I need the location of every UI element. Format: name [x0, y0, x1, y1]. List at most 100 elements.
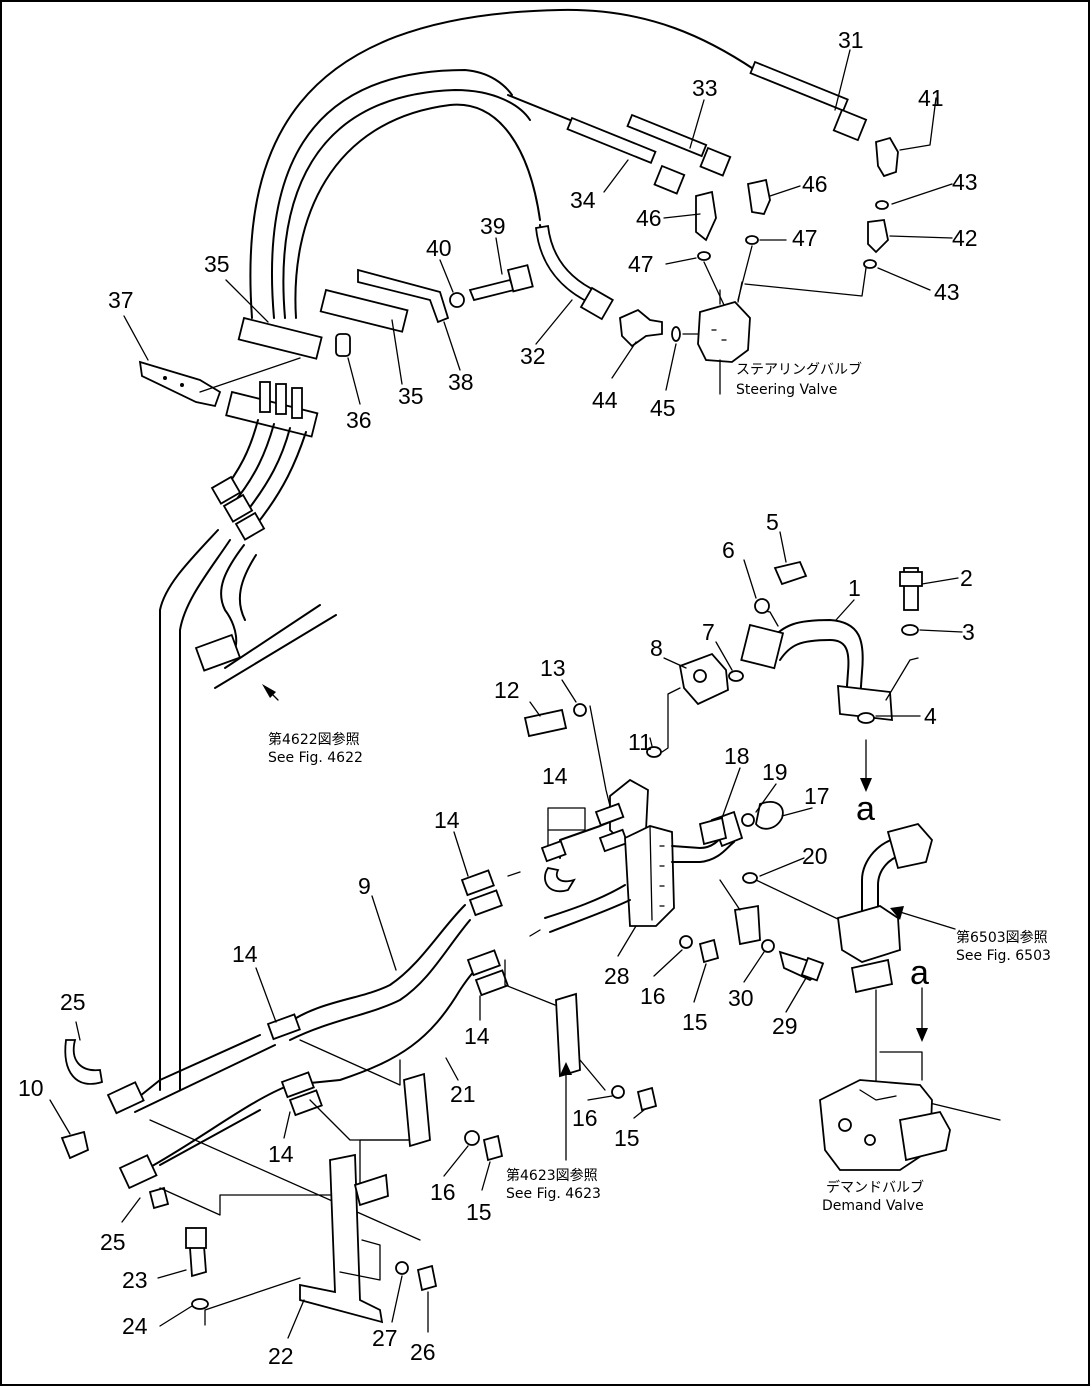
callout-14-low: 14 — [268, 1141, 294, 1167]
callout-46-left: 46 — [636, 205, 662, 231]
leader-36 — [347, 357, 361, 405]
leader-43-upper — [891, 183, 953, 205]
callout-14-mid: 14 — [464, 1023, 490, 1049]
note-steering-valve-en: Steering Valve — [736, 382, 837, 398]
fitting-14-icon — [280, 1071, 315, 1099]
o-ring-43-lower-icon — [863, 259, 877, 269]
mount-bracket-22-icon — [299, 1153, 384, 1324]
leader-15-up — [693, 963, 707, 1003]
bolt-39-head-icon — [506, 264, 534, 293]
callout-44: 44 — [592, 387, 618, 413]
clamp-35-right-icon — [319, 288, 409, 333]
fitting-small-icon — [540, 840, 567, 863]
leader-37-clamp — [199, 357, 301, 393]
callout-38: 38 — [448, 369, 474, 395]
callout-19: 19 — [762, 759, 788, 785]
clamp-tube-icon — [275, 383, 287, 415]
leader-20 — [759, 857, 805, 877]
callout-42: 42 — [952, 225, 978, 251]
callout-35-upper: 35 — [204, 251, 230, 277]
leader-46-left — [663, 213, 701, 219]
callout-8: 8 — [650, 635, 663, 661]
o-ring-45-icon — [671, 326, 681, 342]
callout-47-right: 47 — [792, 225, 818, 251]
pipe-fitting-icon — [210, 475, 242, 505]
pipe-21-vertical — [179, 539, 231, 1091]
demand-valve-bolt-icon — [838, 1118, 852, 1132]
pipe-bend — [243, 427, 291, 516]
fitting-14-icon — [474, 969, 509, 997]
leader-17 — [781, 807, 813, 817]
leader-42 — [889, 235, 953, 239]
connector-42-icon — [867, 219, 889, 254]
note-fig4622-jp: 第4622図参照 — [268, 731, 360, 748]
leader-47-right-valve — [737, 245, 753, 301]
hose-31-nut — [832, 108, 868, 142]
hose-32-outer — [294, 103, 541, 319]
leader-11-block — [661, 687, 681, 753]
pipe-bend — [255, 431, 307, 526]
leader-47-left — [665, 257, 697, 265]
washer-19-icon — [741, 813, 755, 827]
washer-6-icon — [754, 598, 770, 614]
fitting-25-lower-icon — [118, 1154, 158, 1190]
callout-43-lower: 43 — [934, 279, 960, 305]
leader-16-low — [443, 1145, 469, 1177]
callout-3: 3 — [962, 619, 975, 645]
callout-10: 10 — [18, 1075, 44, 1101]
bolt-2-head-icon — [899, 571, 923, 587]
fitting-14-icon — [468, 889, 503, 917]
pipe-9 — [284, 904, 466, 1026]
nut-15-upper-icon — [698, 938, 720, 964]
leader-29 — [785, 977, 807, 1013]
guide-line — [299, 1039, 411, 1141]
leader-34 — [603, 159, 629, 193]
callout-2: 2 — [960, 565, 973, 591]
pipe-to-28-inner — [549, 899, 631, 933]
callout-22: 22 — [268, 1343, 294, 1369]
left-pipe-run — [159, 419, 337, 1091]
hose-33-inner — [507, 94, 571, 121]
callout-35-right: 35 — [398, 383, 424, 409]
bolt-29-head-icon — [800, 956, 825, 982]
o-ring-11-icon — [646, 746, 662, 758]
leader-14-low — [283, 1111, 291, 1139]
callout-15-up: 15 — [682, 1009, 708, 1035]
callout-36: 36 — [346, 407, 372, 433]
guide-line — [504, 959, 606, 1091]
hose-33-nut — [699, 146, 732, 177]
leader-2 — [921, 577, 959, 585]
leader-25-upper — [75, 1021, 81, 1041]
leader-25-lower — [121, 1197, 141, 1223]
connection-mark-a-lower: a — [910, 954, 929, 992]
callout-18: 18 — [724, 743, 750, 769]
note-fig6503-en: See Fig. 6503 — [956, 948, 1051, 964]
callout-16-mid: 16 — [572, 1105, 598, 1131]
callout-13: 13 — [540, 655, 566, 681]
clamp-base-icon — [850, 958, 894, 994]
pipe-9-inner — [289, 919, 471, 1041]
callout-9: 9 — [358, 873, 371, 899]
callout-4: 4 — [924, 703, 937, 729]
leader-bracket — [719, 879, 741, 911]
callout-5: 5 — [766, 509, 779, 535]
leader-14-left — [255, 967, 277, 1023]
clamp-35-upper-icon — [237, 316, 323, 360]
o-ring-7-icon — [728, 670, 744, 682]
leader-7 — [715, 641, 733, 671]
leader-13-block — [589, 705, 611, 807]
leader-22 — [287, 1299, 305, 1339]
leader-31 — [834, 49, 851, 111]
clamp-bracket-group — [138, 264, 534, 438]
bracket-37-icon — [138, 360, 222, 408]
o-ring-47-left-icon — [697, 251, 711, 261]
nut-26-icon — [416, 1264, 438, 1292]
callout-numbers: 31 33 34 32 41 43 42 43 46 46 47 47 44 4… — [18, 27, 978, 1369]
leader-37 — [123, 315, 149, 361]
callout-41: 41 — [918, 85, 944, 111]
callout-7: 7 — [702, 619, 715, 645]
callout-43-upper: 43 — [952, 169, 978, 195]
leader-5 — [779, 531, 787, 563]
pipe-9-vertical — [159, 529, 219, 1091]
